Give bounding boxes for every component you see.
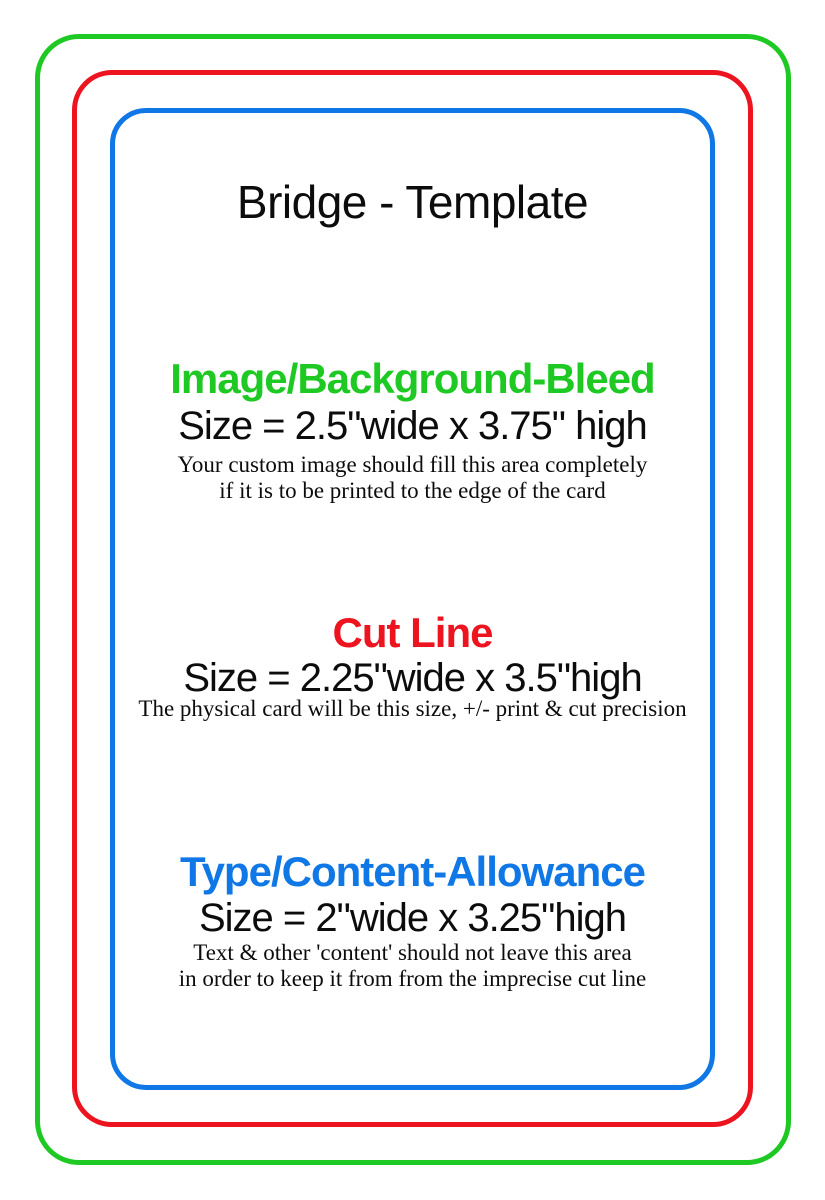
- bleed-section-heading: Image/Background-Bleed: [170, 355, 655, 402]
- bleed-size-text: Size = 2.5"wide x 3.75" high: [178, 404, 647, 448]
- content-note-line-2: in order to keep it from from the imprec…: [178, 966, 647, 991]
- bleed-note: Your custom image should fill this area …: [0, 452, 825, 504]
- bleed-note-line-2: if it is to be printed to the edge of th…: [219, 478, 606, 503]
- page-title: Bridge - Template: [236, 176, 589, 228]
- content-size-text: Size = 2"wide x 3.25"high: [198, 896, 627, 940]
- content-note-line-1: Text & other 'content' should not leave …: [193, 940, 632, 965]
- cut-line-note-line-1: The physical card will be this size, +/-…: [138, 696, 687, 721]
- bleed-guide-frame: [35, 34, 791, 1165]
- cut-line-section-heading: Cut Line: [332, 609, 494, 656]
- content-guide-frame: [110, 108, 715, 1090]
- content-note: Text & other 'content' should not leave …: [0, 940, 825, 992]
- cut-line-guide-frame: [72, 70, 753, 1127]
- cut-line-size-text: Size = 2.25"wide x 3.5"high: [183, 656, 642, 700]
- cut-line-note: The physical card will be this size, +/-…: [0, 696, 825, 722]
- bleed-note-line-1: Your custom image should fill this area …: [177, 452, 648, 477]
- content-section-heading: Type/Content-Allowance: [180, 848, 646, 895]
